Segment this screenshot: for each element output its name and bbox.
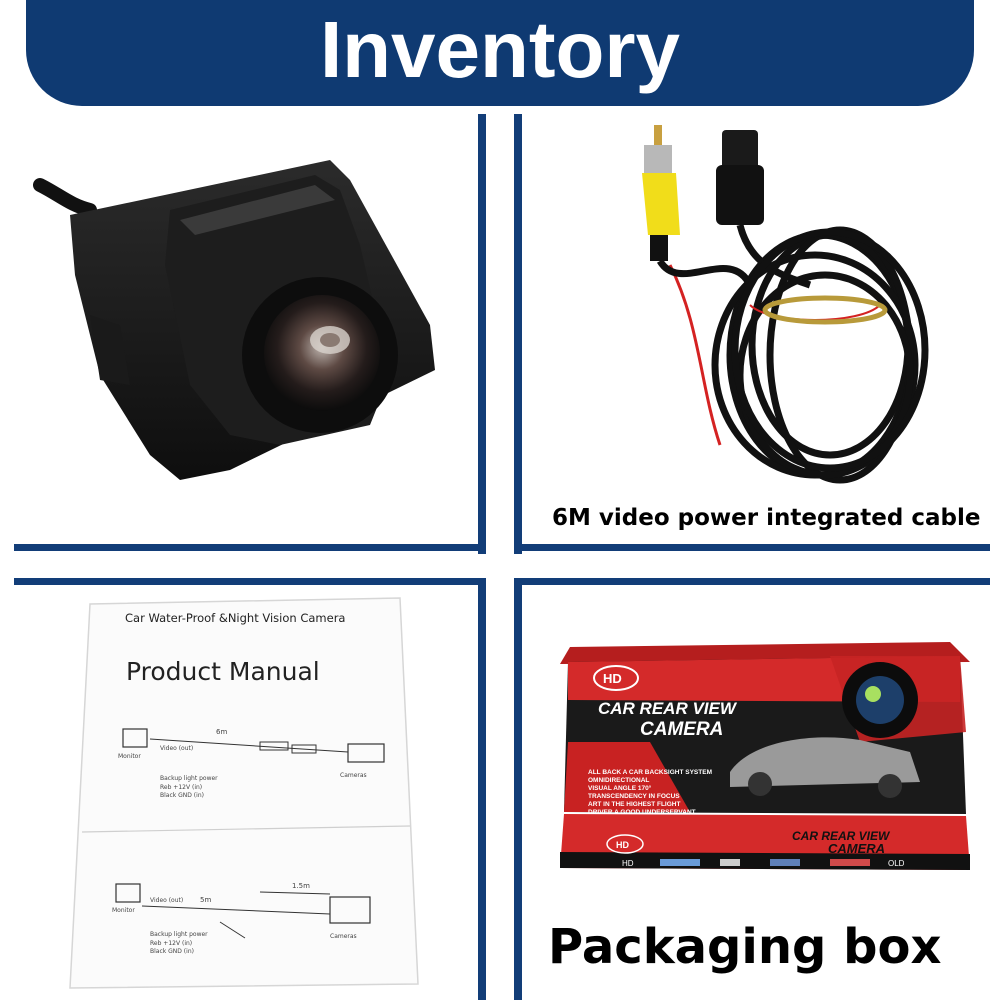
divider-horizontal-top-left (14, 544, 486, 551)
diagram2-length1: 5m (200, 896, 211, 904)
diagram2-video-label: Video (out) (150, 897, 183, 904)
header-banner: Inventory (26, 0, 974, 106)
manual-subtitle: Car Water-Proof &Night Vision Camera (125, 611, 345, 625)
manual-title: Product Manual (126, 657, 320, 686)
cable-illustration (642, 125, 929, 484)
box-feature-6: DRIVER A GOOD UNDERSERVANT (588, 809, 696, 816)
camera-illustration (33, 160, 435, 480)
camera-icon-1 (347, 743, 385, 763)
divider-vertical-right (514, 114, 522, 554)
diagram1-monitor-label: Monitor (118, 753, 141, 760)
box-caption: Packaging box (548, 919, 942, 975)
box-illustration: HD CAR REAR VIEW CAMERA ALL BACK A CAR B… (560, 642, 970, 870)
diagram2-monitor-label: Monitor (112, 907, 135, 914)
divider-vertical-left (478, 114, 486, 554)
page-title: Inventory (319, 5, 681, 94)
camera-panel (30, 125, 470, 535)
rca-pin-icon (654, 125, 662, 147)
diagram1-video-label: Video (out) (160, 745, 193, 752)
diagram1-red-label: Reb +12V (in) (160, 784, 202, 791)
cable-tie-icon (762, 295, 888, 325)
divider-horizontal-bottom-left (14, 578, 486, 585)
monitor-icon-2 (115, 883, 141, 903)
divider-vertical-right-bottom (514, 578, 522, 1000)
diagram1-backup-label: Backup light power (160, 775, 218, 782)
box-feature-1: ALL BACK A CAR BACKSIGHT SYSTEM (588, 769, 712, 776)
diagram1-length: 6m (216, 728, 227, 736)
monitor-icon (122, 728, 148, 748)
box-strip-left: HD (622, 859, 634, 868)
divider-horizontal-top-right (514, 544, 990, 551)
diagram1-black-label: Black GND (in) (160, 792, 204, 799)
box-feature-3: VISUAL ANGLE 170° (588, 784, 652, 792)
box-line1: CAR REAR VIEW (598, 699, 738, 718)
box-side-line1: CAR REAR VIEW (792, 829, 891, 843)
box-strip-right: OLD (888, 859, 905, 868)
diagram2-red-label: Reb +12V (in) (150, 940, 192, 947)
cable-caption: 6M video power integrated cable (552, 505, 981, 531)
rca-yellow-plug-icon (642, 173, 680, 235)
box-hd-label: HD (603, 671, 622, 686)
box-feature-4: TRANSCENDENCY IN FOCUS (588, 793, 680, 800)
camera-icon-2 (329, 896, 371, 924)
diagram2-cameras-label: Cameras (330, 933, 357, 940)
cable-panel: 6M video power integrated cable (530, 125, 990, 540)
divider-horizontal-bottom-right (514, 578, 990, 585)
manual-illustration: Car Water-Proof &Night Vision Camera Pro… (69, 597, 419, 989)
box-feature-5: ART IN THE HIGHEST FLIGHT (588, 801, 680, 808)
side-hd-label: HD (616, 840, 629, 850)
diagram2-black-label: Black GND (in) (150, 948, 194, 955)
divider-vertical-left-bottom (478, 578, 486, 1000)
box-line2: CAMERA (640, 719, 723, 740)
diagram2-backup-label: Backup light power (150, 931, 208, 938)
side-hd-badge-icon (606, 834, 644, 854)
box-feature-2: OMNIDIRECTIONAL (588, 777, 649, 784)
diagram2-length2: 1.5m (292, 882, 310, 890)
hd-badge-icon (593, 665, 639, 691)
diagram1-cameras-label: Cameras (340, 772, 367, 779)
box-panel: HD CAR REAR VIEW CAMERA ALL BACK A CAR B… (530, 592, 990, 992)
manual-panel: Car Water-Proof &Night Vision Camera Pro… (30, 592, 470, 992)
box-side-line2: CAMERA (828, 841, 885, 856)
